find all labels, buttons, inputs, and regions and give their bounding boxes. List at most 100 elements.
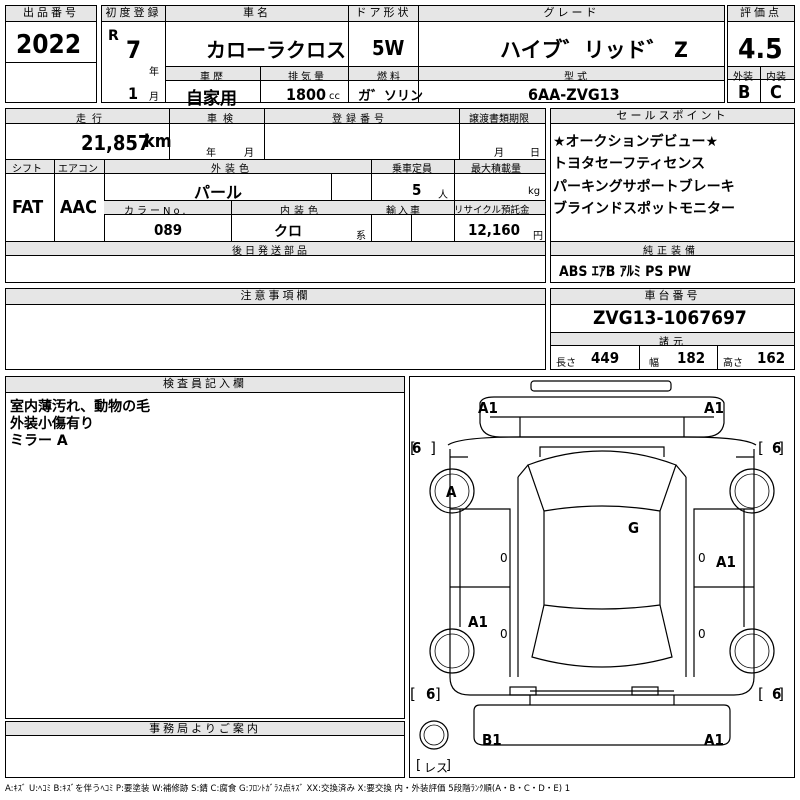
transfer-month: 月 xyxy=(494,148,504,159)
bracket-rr: [ ] xyxy=(758,685,785,703)
mark-front-right: A1 xyxy=(704,399,724,417)
office-title: 事務局よりご案内 xyxy=(6,722,404,736)
inspection-label: 車検 xyxy=(207,114,239,125)
load-label: 最大積載量 xyxy=(471,164,521,175)
int-color: クロ xyxy=(274,224,302,240)
mark-tire-fl: 6 xyxy=(412,439,422,457)
model-label: 型式 xyxy=(564,72,590,83)
later-parts-label: 後日発送部品 xyxy=(232,246,310,257)
mileage-label: 走行 xyxy=(76,114,108,125)
int-color-unit: 系 xyxy=(356,231,366,242)
mark-rear-left: B1 xyxy=(482,731,502,749)
shift-label: シフト xyxy=(12,164,42,175)
transfer-label: 譲渡書類期限 xyxy=(469,114,529,125)
legend: A:ｷｽﾞ U:ﾍｺﾐ B:ｷｽﾞを伴うﾍｺﾐ P:要塗装 W:補修跡 S:錆 … xyxy=(5,784,571,794)
mark-front-left: A1 xyxy=(478,399,498,417)
insp-month: 月 xyxy=(244,148,254,159)
bracket-rl: [ ] xyxy=(410,685,441,703)
capacity-unit: 人 xyxy=(438,190,448,201)
width-label: 幅 xyxy=(649,358,659,369)
chassis-title: 車台番号 xyxy=(551,289,794,305)
inspector-title: 検査員記入欄 xyxy=(6,377,404,393)
car-name-label: 車名 xyxy=(166,6,349,22)
int-score: C xyxy=(770,82,782,103)
insp-year: 年 xyxy=(206,148,216,159)
car-outline xyxy=(419,380,775,750)
score-box: 評価点 4.5 外装 内装 B C xyxy=(727,5,795,103)
sales-point-item: ★オークションデビュー★ xyxy=(553,134,719,150)
office-box: 事務局よりご案内 xyxy=(5,721,405,778)
shift: FAT xyxy=(12,197,44,218)
year-unit: 年 xyxy=(149,67,159,78)
width: 182 xyxy=(677,349,706,367)
car-name: カローラクロス xyxy=(206,38,346,62)
mark-tire-fr: 6 xyxy=(772,439,782,457)
specs-box: 走行 車検 登録番号 譲渡書類期限 21,857 km 年 月 月 日 シフト … xyxy=(5,108,546,283)
grade-label: グレード xyxy=(419,6,724,22)
mark-tire-rr: 6 xyxy=(772,685,782,703)
displacement-unit: cc xyxy=(329,91,340,102)
reg-no-label: 登録番号 xyxy=(332,114,388,125)
sales-points-title: セールスポイント xyxy=(551,109,794,124)
sales-points-box: セールスポイント ★オークションデビュー★ トヨタセーフティセンス パーキングサ… xyxy=(550,108,795,283)
spare-bracket: [ ] xyxy=(416,758,451,773)
color: パール xyxy=(194,183,243,202)
color-label: 外装色 xyxy=(211,164,253,175)
bracket-fl: [ ] xyxy=(410,439,437,457)
score-label: 評価点 xyxy=(728,6,794,22)
header-main-box: 初度登録 車名 ドア形状 グレード R 7 年 1 月 カローラクロス 5W ハ… xyxy=(101,5,725,109)
inspector-box: 検査員記入欄 室内薄汚れ、動物の毛 外装小傷有り ミラー A xyxy=(5,376,405,719)
notes-box: 注意事項欄 xyxy=(5,288,546,370)
fuel-label: 燃料 xyxy=(377,72,403,83)
dims-title: 諸元 xyxy=(659,337,687,348)
length: 449 xyxy=(591,349,620,367)
header-lot-box: 出品番号 2022 xyxy=(5,5,97,103)
first-reg-label: 初度登録 xyxy=(102,6,166,22)
ext-score: B xyxy=(738,82,751,103)
import-label: 輸入車 xyxy=(386,206,422,217)
recycle: 12,160 xyxy=(468,221,521,239)
mark-windshield: G xyxy=(628,519,640,537)
mark-zero: 0 xyxy=(500,627,508,641)
ext-label: 外装 xyxy=(733,72,753,83)
ac: AAC xyxy=(60,197,97,218)
color-no: 089 xyxy=(154,221,183,239)
bracket-fr: [ ] xyxy=(758,439,785,457)
door-type: 5W xyxy=(372,36,405,60)
chassis-box: 車台番号 ZVG13-1067697 諸元 長さ 449 幅 182 高さ 16… xyxy=(550,288,795,370)
height: 162 xyxy=(757,349,786,367)
sales-point-item: パーキングサポートブレーキ xyxy=(553,179,735,195)
capacity: 5 xyxy=(412,181,422,199)
mark-zero: 0 xyxy=(698,551,706,565)
sales-point-item: トヨタセーフティセンス xyxy=(553,156,706,172)
inspector-line: ミラー A xyxy=(10,433,68,449)
inspector-line: 室内薄汚れ、動物の毛 xyxy=(10,399,151,415)
score: 4.5 xyxy=(738,32,783,65)
spare-label: レス xyxy=(424,761,449,775)
mark-tire-rl: 6 xyxy=(426,685,436,703)
transfer-day: 日 xyxy=(530,148,540,159)
int-label: 内装 xyxy=(766,72,786,83)
history: 自家用 xyxy=(186,89,237,109)
mileage-unit: km xyxy=(144,131,172,152)
reg-year: 7 xyxy=(126,36,142,64)
mileage: 21,857 xyxy=(81,131,151,155)
recycle-label: リサイクル預託金 xyxy=(454,205,530,216)
car-diagram: A1 A1 6 [ ] 6 [ ] A G A1 A1 0 0 0 0 6 [ … xyxy=(409,376,795,778)
lot-label: 出品番号 xyxy=(6,6,96,22)
equipment-title: 純正装備 xyxy=(643,246,699,257)
month-unit: 月 xyxy=(149,92,159,103)
history-label: 車歴 xyxy=(200,72,226,83)
sales-point-item: ブラインドスポットモニター xyxy=(553,201,735,217)
era: R xyxy=(108,28,119,44)
mark-right-door: A1 xyxy=(716,553,736,571)
height-label: 高さ xyxy=(723,358,743,369)
capacity-label: 乗車定員 xyxy=(392,164,432,175)
inspector-line: 外装小傷有り xyxy=(10,416,94,432)
length-label: 長さ xyxy=(556,358,576,369)
lot-number: 2022 xyxy=(16,30,82,60)
mark-left-rear-door: A1 xyxy=(468,613,488,631)
equipment-items: ABS ｴｱB ｱﾙﾐ PS PW xyxy=(559,264,691,280)
displacement-label: 排気量 xyxy=(288,72,327,83)
color-no-label: カラーNo. xyxy=(124,206,189,217)
